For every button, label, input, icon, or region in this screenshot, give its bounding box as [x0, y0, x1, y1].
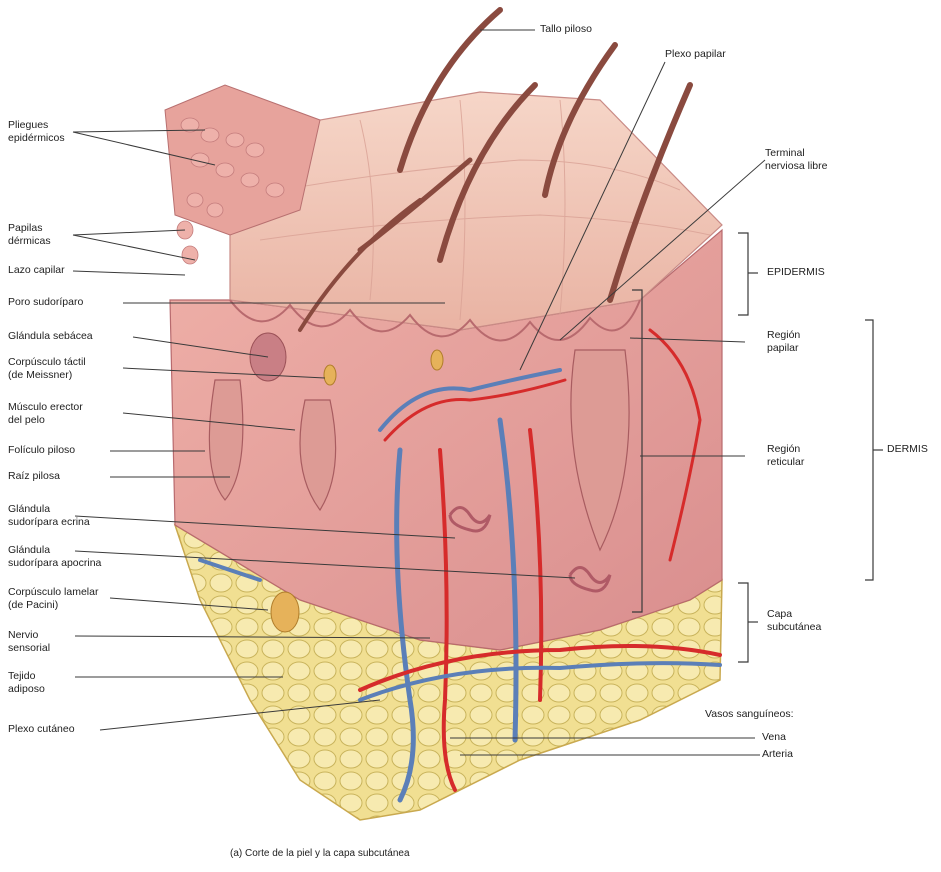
label-plexo-papilar: Plexo papilar: [665, 48, 726, 61]
label-terminal-nerviosa: Terminal nerviosa libre: [765, 147, 827, 173]
label-lazo-capilar: Lazo capilar: [8, 264, 65, 277]
label-vasos: Vasos sanguíneos:: [705, 708, 794, 721]
figure-caption: (a) Corte de la piel y la capa subcutáne…: [230, 848, 410, 859]
label-nervio: Nervio sensorial: [8, 629, 50, 655]
label-region-papilar: Región papilar: [767, 329, 800, 355]
label-pacini: Corpúsculo lamelar (de Pacini): [8, 586, 98, 612]
label-ecrina: Glándula sudorípara ecrina: [8, 503, 90, 529]
label-foliculo: Folículo piloso: [8, 444, 75, 457]
label-dermis: DERMIS: [887, 443, 928, 456]
pacini-corpuscle: [271, 592, 299, 632]
meissner-corpuscle: [324, 365, 336, 385]
label-arteria: Arteria: [762, 748, 793, 761]
label-region-reticular: Región reticular: [767, 443, 804, 469]
label-poro: Poro sudoríparo: [8, 296, 83, 309]
label-tejido: Tejido adiposo: [8, 670, 45, 696]
label-erector: Músculo erector del pelo: [8, 401, 83, 427]
label-apocrina: Glándula sudorípara apocrina: [8, 544, 101, 570]
label-sebacea: Glándula sebácea: [8, 330, 93, 343]
label-vena: Vena: [762, 731, 786, 744]
label-pliegues: Pliegues epidérmicos: [8, 119, 65, 145]
label-plexo-cutaneo: Plexo cutáneo: [8, 723, 75, 736]
label-tallo-piloso: Tallo piloso: [540, 23, 592, 36]
label-meissner: Corpúsculo táctil (de Meissner): [8, 356, 86, 382]
label-capa-subcutanea: Capa subcutánea: [767, 608, 821, 634]
label-raiz: Raíz pilosa: [8, 470, 60, 483]
label-epidermis: EPIDERMIS: [767, 266, 825, 279]
label-papilas: Papilas dérmicas: [8, 222, 51, 248]
